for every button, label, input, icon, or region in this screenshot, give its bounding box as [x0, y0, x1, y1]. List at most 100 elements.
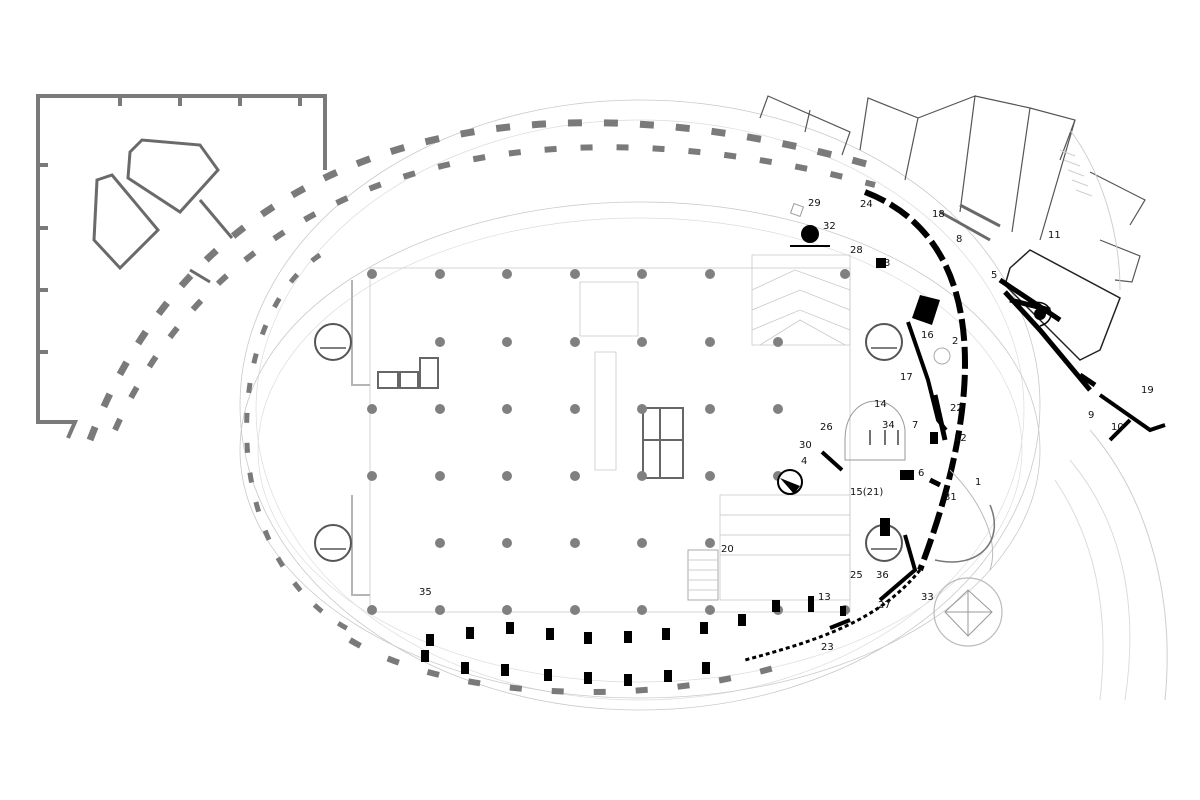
column	[435, 471, 445, 481]
pier	[466, 627, 474, 639]
label-13: 13	[818, 592, 831, 603]
label-6: 6	[918, 468, 924, 479]
column	[637, 471, 647, 481]
label-10: 10	[1111, 422, 1124, 433]
label-23: 23	[821, 642, 834, 653]
label-28: 28	[850, 245, 863, 256]
label-31: 31	[944, 492, 957, 503]
plan-labels: 1 2 3 4 5 6 7 8 9 10 11 12 13 14 15(21) …	[419, 198, 1154, 653]
black-curved-wall	[744, 189, 1166, 662]
pier	[700, 622, 708, 634]
column	[705, 605, 715, 615]
pier	[501, 664, 509, 676]
upper-right-blocks	[759, 95, 1146, 361]
column	[367, 605, 377, 615]
label-29: 29	[808, 198, 821, 209]
column	[570, 269, 580, 279]
column	[502, 269, 512, 279]
column	[570, 605, 580, 615]
column	[570, 404, 580, 414]
round-stair-cores	[314, 323, 951, 562]
column	[367, 404, 377, 414]
bottom-pier-row	[421, 600, 780, 686]
label-8: 8	[956, 234, 962, 245]
inner-dashed-ellipse	[244, 252, 801, 695]
column	[435, 605, 445, 615]
label-1: 1	[975, 477, 981, 488]
label-24: 24	[860, 199, 873, 210]
column	[773, 404, 783, 414]
pier	[584, 672, 592, 684]
column	[570, 471, 580, 481]
label-32: 32	[823, 221, 836, 232]
pier	[546, 628, 554, 640]
label-33: 33	[921, 592, 934, 603]
label-20: 20	[721, 544, 734, 555]
label-2: 2	[952, 336, 958, 347]
lower-stair-zone	[687, 514, 850, 601]
column	[637, 404, 647, 414]
label-27: 27	[878, 600, 891, 611]
left-annex-building	[36, 94, 327, 439]
column	[502, 471, 512, 481]
label-35: 35	[419, 587, 432, 598]
column	[637, 337, 647, 347]
pier	[624, 631, 632, 643]
column	[435, 538, 445, 548]
label-36: 36	[876, 570, 889, 581]
pier	[584, 632, 592, 644]
label-17: 17	[900, 372, 913, 383]
label-26: 26	[820, 422, 833, 433]
label-3: 3	[884, 258, 890, 269]
label-22: 22	[950, 403, 963, 414]
label-5: 5	[991, 270, 997, 281]
pier	[772, 600, 780, 612]
column	[637, 269, 647, 279]
pier	[664, 670, 672, 682]
column	[637, 605, 647, 615]
label-14: 14	[874, 399, 887, 410]
column	[502, 538, 512, 548]
pier	[738, 614, 746, 626]
label-12: 12	[954, 433, 967, 444]
column	[502, 337, 512, 347]
label-7: 7	[912, 420, 918, 431]
label-18: 18	[932, 209, 945, 220]
central-stair-block	[377, 357, 684, 479]
pier	[421, 650, 429, 662]
column	[637, 538, 647, 548]
label-19: 19	[1141, 385, 1154, 396]
column	[502, 404, 512, 414]
misc-black-elements	[777, 202, 1052, 616]
label-30: 30	[799, 440, 812, 451]
pier	[702, 662, 710, 674]
pier	[506, 622, 514, 634]
label-11: 11	[1048, 230, 1061, 241]
column	[705, 471, 715, 481]
column	[502, 605, 512, 615]
column	[705, 404, 715, 414]
column	[435, 337, 445, 347]
column-grid	[367, 269, 850, 615]
outer-dashed-arc	[86, 119, 876, 442]
outer-ellipse-lines	[239, 99, 1041, 711]
column	[773, 337, 783, 347]
column	[570, 337, 580, 347]
main-hall-outline	[351, 254, 851, 613]
column	[705, 337, 715, 347]
column	[705, 538, 715, 548]
label-25: 25	[850, 570, 863, 581]
pier	[461, 662, 469, 674]
label-9: 9	[1088, 410, 1094, 421]
column	[570, 538, 580, 548]
label-15-21: 15(21)	[850, 487, 883, 498]
pier	[662, 628, 670, 640]
column	[367, 269, 377, 279]
label-16: 16	[921, 330, 934, 341]
label-4: 4	[801, 456, 807, 467]
column	[840, 269, 850, 279]
column	[435, 269, 445, 279]
label-34: 34	[882, 420, 895, 431]
pier	[544, 669, 552, 681]
